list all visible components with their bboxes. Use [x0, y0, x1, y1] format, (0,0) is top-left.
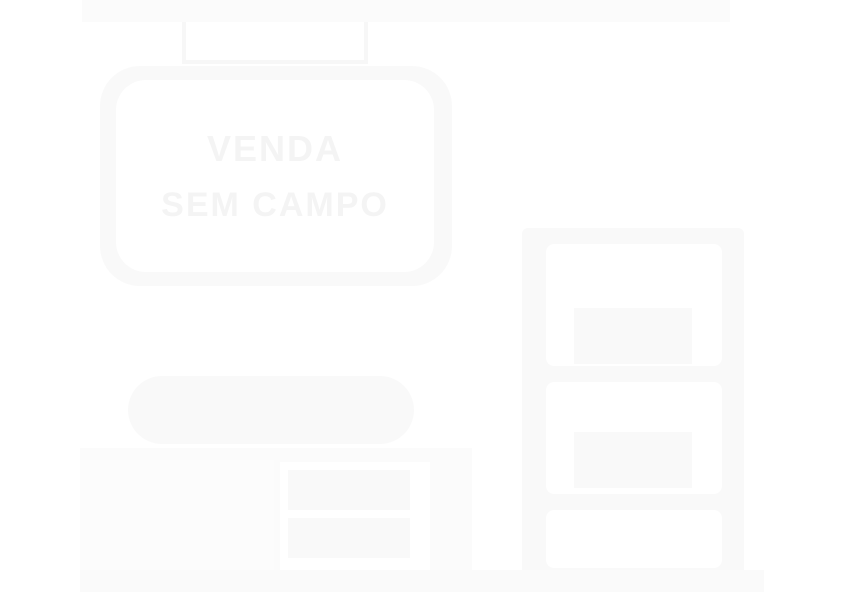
sign-panel [116, 80, 434, 272]
floor-line [80, 570, 764, 592]
sign-text-line-2: SEM CAMPO [161, 186, 389, 224]
desk-drawer-lower [288, 518, 410, 558]
cabinet-drawer-label-middle [574, 432, 692, 488]
cabinet-drawer-bottom [546, 510, 722, 568]
desk-side-panel [80, 460, 274, 570]
desk-drawer-upper [288, 470, 410, 510]
ceiling-shelf [82, 0, 730, 22]
sign-text-line-1: VENDA [206, 128, 344, 169]
desk-cloud-shape [128, 376, 414, 444]
cabinet-drawer-label-top [574, 308, 692, 364]
sign-hanger [182, 22, 368, 64]
